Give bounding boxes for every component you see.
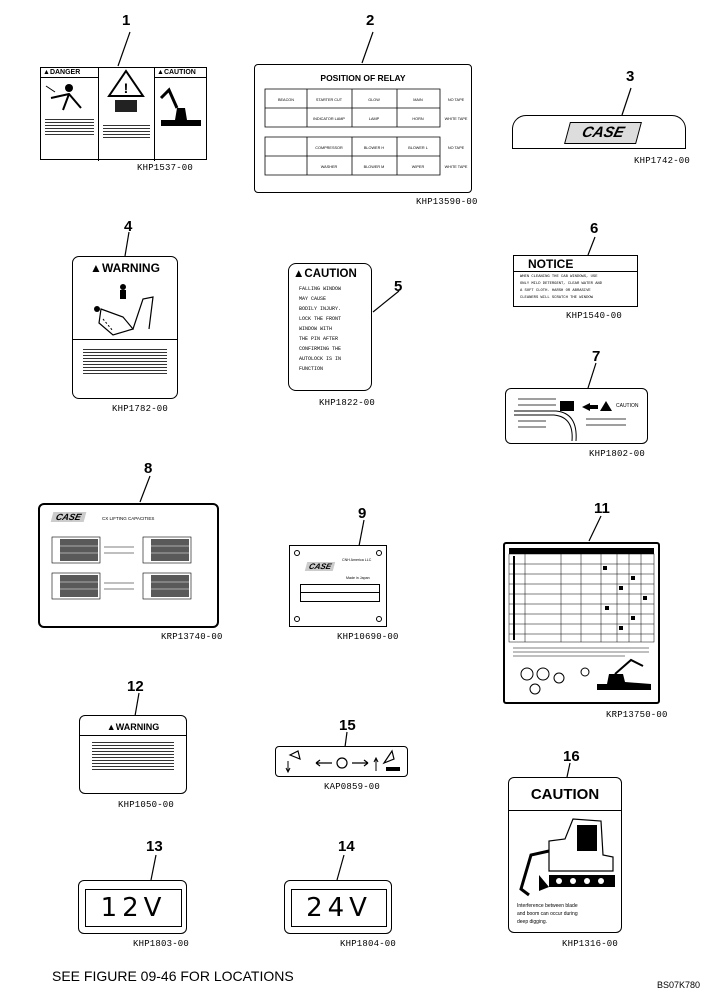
relay-cell: BEACON bbox=[278, 98, 294, 102]
item-number-7: 7 bbox=[592, 348, 601, 365]
item-number-2: 2 bbox=[366, 12, 375, 29]
notice-text: WHEN CLEANING THE CAB WINDOWS, USE ONLY … bbox=[520, 275, 603, 300]
part-code-7: KHP1802-00 bbox=[589, 449, 646, 459]
caution-header: ▲CAUTION bbox=[155, 68, 207, 78]
relay-cell: BLOWER M bbox=[364, 165, 385, 169]
origin: Made in Japan bbox=[346, 576, 370, 580]
danger-header: ▲DANGER bbox=[41, 68, 98, 78]
decal-case-logo: CASE bbox=[512, 115, 686, 149]
item-number-12: 12 bbox=[127, 678, 144, 695]
item-number-8: 8 bbox=[144, 460, 153, 477]
item-number-3: 3 bbox=[626, 68, 635, 85]
part-code-13: KHP1803-00 bbox=[133, 939, 190, 949]
item-number-5: 5 bbox=[394, 278, 403, 295]
item-number-1: 1 bbox=[122, 12, 131, 29]
relay-cell: STARTER CUT bbox=[316, 98, 343, 102]
manufacturer: CNH America LLC bbox=[342, 558, 372, 562]
relay-cell: BLOWER H bbox=[364, 146, 385, 150]
relay-title: POSITION OF RELAY bbox=[320, 73, 406, 83]
decal-caution-16: CAUTION Interference between blade and b… bbox=[508, 777, 622, 933]
part-code-6: KHP1540-00 bbox=[566, 311, 623, 321]
voltage-label: 24V bbox=[291, 889, 387, 927]
blade-boom-interference-icon bbox=[519, 818, 615, 897]
lifting-tables bbox=[51, 536, 192, 600]
figure-id: BS07K780 bbox=[656, 980, 700, 990]
caution-label: CAUTION bbox=[616, 403, 639, 409]
svg-text:WHITE TAPE: WHITE TAPE bbox=[445, 117, 468, 121]
case-logo: CASE bbox=[50, 512, 87, 522]
item-number-6: 6 bbox=[590, 220, 599, 237]
part-code-12: KHP1050-00 bbox=[118, 800, 175, 810]
decal-caution-7: CAUTION bbox=[505, 388, 648, 444]
window-lock-diagram bbox=[514, 398, 626, 442]
relay-cell: COMPRESSOR bbox=[315, 146, 343, 150]
relay-cell: WIPER bbox=[412, 165, 425, 169]
footer-note: SEE FIGURE 09-46 FOR LOCATIONS bbox=[52, 968, 294, 984]
caution-header: ▲CAUTION bbox=[293, 268, 357, 280]
item-number-15: 15 bbox=[339, 717, 356, 734]
relay-cell: WASHER bbox=[321, 165, 338, 169]
item-number-11: 11 bbox=[594, 500, 610, 517]
relay-cell: GLOW bbox=[368, 98, 380, 102]
caution-header: CAUTION bbox=[530, 786, 600, 803]
part-code-11: KRP13750-00 bbox=[606, 710, 668, 720]
decal-notice: NOTICE WHEN CLEANING THE CAB WINDOWS, US… bbox=[513, 255, 638, 307]
danger-pictogram bbox=[45, 84, 82, 111]
decal-lubrication-chart bbox=[503, 542, 660, 704]
decal-position-of-relay: POSITION OF RELAY BEACON STARTER CUT GLO… bbox=[254, 64, 472, 193]
svg-text:NO TAPE: NO TAPE bbox=[448, 146, 465, 150]
decal-warning-4: ▲WARNING bbox=[72, 256, 178, 399]
item-number-16: 16 bbox=[563, 748, 580, 765]
excavator-icon bbox=[159, 87, 201, 126]
item-number-4: 4 bbox=[124, 218, 133, 235]
item-number-13: 13 bbox=[146, 838, 163, 855]
case-logo: CASE bbox=[564, 122, 642, 144]
decal-warning-12: ▲WARNING bbox=[79, 715, 187, 794]
decal-danger-caution: ▲DANGER ! ▲CAUTION bbox=[40, 67, 207, 161]
relay-cell: LAMP bbox=[369, 117, 380, 121]
relay-cell: MAIN bbox=[413, 98, 423, 102]
part-code-2: KHP13590-00 bbox=[416, 197, 478, 207]
warning-header: ▲WARNING bbox=[106, 722, 160, 732]
decal-12v: 12V bbox=[78, 880, 187, 934]
svg-text:WHITE TAPE: WHITE TAPE bbox=[445, 165, 468, 169]
item-number-9: 9 bbox=[358, 505, 367, 522]
svg-text:NO TAPE: NO TAPE bbox=[448, 98, 465, 102]
relay-cell: HORN bbox=[412, 117, 423, 121]
part-code-4: KHP1782-00 bbox=[112, 404, 169, 414]
decal-blade-control bbox=[275, 746, 408, 777]
part-code-14: KHP1804-00 bbox=[340, 939, 397, 949]
voltage-label: 12V bbox=[85, 889, 182, 927]
part-code-8: KRP13740-00 bbox=[161, 632, 223, 642]
part-code-15: KAP0859-00 bbox=[324, 782, 381, 792]
relay-cell: BLOWER L bbox=[408, 146, 428, 150]
part-code-5: KHP1822-00 bbox=[319, 398, 376, 408]
case-logo: CASE bbox=[304, 562, 336, 571]
item-number-14: 14 bbox=[338, 838, 355, 855]
lubrication-chart bbox=[508, 548, 655, 695]
decal-caution-5: ▲CAUTION FALLING WINDOW MAY CAUSE BODILY… bbox=[288, 263, 372, 391]
warning-header: ▲WARNING bbox=[90, 261, 160, 275]
relay-diagram: BEACON STARTER CUT GLOW MAIN INDICATOR L… bbox=[264, 88, 468, 176]
blade-control-icon bbox=[285, 749, 400, 774]
decal-lifting-capacities: CASE CX LIFTING CAPACITIES bbox=[38, 503, 219, 628]
caution-text: Interference between blade and boom can … bbox=[517, 903, 578, 925]
decal-24v: 24V bbox=[284, 880, 392, 934]
crush-hazard-icon bbox=[94, 284, 154, 336]
warning-triangle-icon: ! bbox=[107, 69, 145, 112]
svg-text:!: ! bbox=[124, 80, 129, 96]
relay-cell: INDICATOR LAMP bbox=[313, 117, 345, 121]
part-code-1: KHP1537-00 bbox=[137, 163, 194, 173]
part-code-16: KHP1316-00 bbox=[562, 939, 619, 949]
part-code-3: KHP1742-00 bbox=[634, 156, 691, 166]
decal-nameplate: CASE CNH America LLC Made in Japan bbox=[289, 545, 387, 627]
lifting-title: CX LIFTING CAPACITIES bbox=[102, 516, 155, 521]
caution-text: FALLING WINDOW MAY CAUSE BODILY INJURY. … bbox=[299, 286, 342, 372]
part-code-9: KHP10690-00 bbox=[337, 632, 399, 642]
notice-header: NOTICE bbox=[528, 257, 574, 271]
